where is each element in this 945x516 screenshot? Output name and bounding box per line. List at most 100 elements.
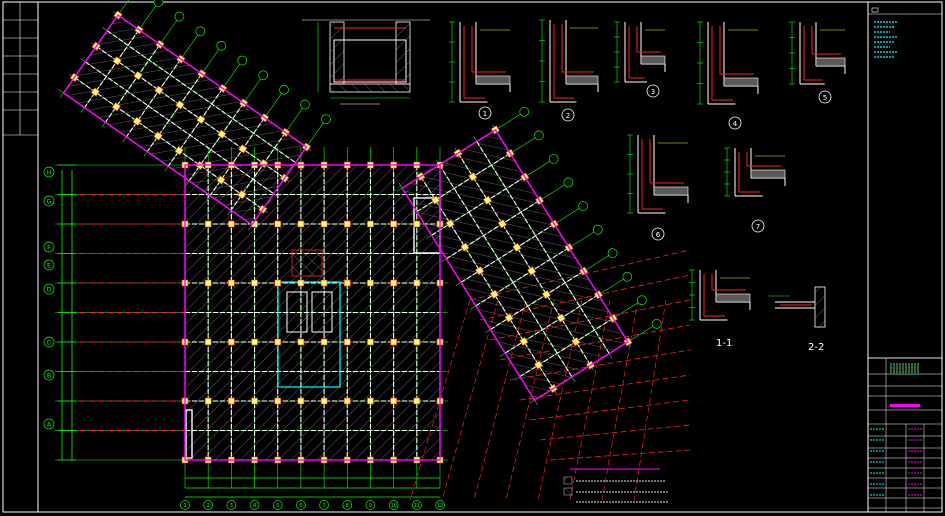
right-column <box>489 289 499 299</box>
red-extension-line <box>519 374 691 401</box>
red-extension-line <box>489 299 691 341</box>
core-column <box>320 397 328 405</box>
core-column <box>320 338 328 346</box>
right-column <box>519 336 529 346</box>
left-axis-bubble <box>43 241 55 253</box>
core-column <box>297 220 305 228</box>
core-column <box>251 397 258 405</box>
detail-number: 4 <box>733 120 738 128</box>
bottom-axis-label: 10 <box>390 503 396 509</box>
bottom-axis-bubble <box>435 500 445 510</box>
right-axis-bubble <box>548 154 559 164</box>
upper-left-column <box>153 131 163 141</box>
left-axis-bubble <box>43 336 55 348</box>
bottom-axis-bubble <box>365 500 376 510</box>
right-axis-bubble <box>651 318 662 329</box>
bottom-axis-bubble <box>272 500 283 510</box>
red-extension-line <box>549 449 691 461</box>
bottom-axis-label: 8 <box>346 503 349 509</box>
section-detail-5 <box>789 21 846 85</box>
right-beam-v <box>445 200 540 260</box>
core-column <box>274 397 282 405</box>
detail-number: 5 <box>823 94 827 102</box>
left-axis-label: B <box>47 373 51 380</box>
core-column <box>367 279 374 287</box>
lift-shaft <box>311 291 333 333</box>
section-detail-6 <box>627 134 689 214</box>
left-axis-bubble <box>43 166 55 178</box>
core-column <box>343 397 351 405</box>
right-beam-v <box>460 223 555 283</box>
core-column <box>343 220 351 228</box>
core-column <box>204 220 212 228</box>
core-column <box>297 338 305 346</box>
upper-left-column <box>112 56 122 66</box>
bottom-axis-label: 9 <box>369 503 372 509</box>
left-axis-label: H <box>47 170 52 177</box>
red-extension-line <box>505 299 555 501</box>
right-column <box>445 219 455 229</box>
detail-number: 3 <box>651 88 655 96</box>
upper-left-column <box>238 144 248 154</box>
red-extension-line <box>537 299 583 501</box>
upper-left-beam-h <box>106 30 296 164</box>
upper-left-axis-bubble <box>279 85 289 95</box>
section-details <box>302 19 846 328</box>
upper-left-column <box>90 87 100 97</box>
upper-left-wing <box>63 15 307 225</box>
core-column <box>204 397 212 405</box>
core-column <box>367 220 374 228</box>
core-column <box>343 338 351 346</box>
bottom-axis-label: 7 <box>322 503 325 509</box>
red-extension-line <box>633 299 667 501</box>
upper-left-axis-bubble <box>153 0 164 7</box>
right-column <box>460 242 470 252</box>
core-outline <box>184 164 441 461</box>
bottom-axis-label: 1 <box>183 503 186 509</box>
section-detail-3 <box>614 21 666 83</box>
upper-left-axis-bubble <box>300 99 310 110</box>
right-axis-bubble <box>563 177 574 188</box>
core-column <box>413 397 421 405</box>
bottom-axis-label: 11 <box>414 503 420 509</box>
core-column <box>297 279 305 287</box>
stair-shaft <box>286 291 308 333</box>
upper-left-wing-hatch <box>63 15 307 225</box>
core-column <box>274 279 282 287</box>
core-column <box>204 279 212 287</box>
left-axis-bubble <box>43 283 55 295</box>
red-extension-line <box>473 299 527 501</box>
shaft-opening <box>291 249 323 277</box>
left-axis-bubble <box>43 369 55 381</box>
detail-number: 6 <box>656 231 661 239</box>
left-axis-label: C <box>47 340 51 347</box>
bottom-axis-bubble <box>249 500 260 510</box>
detail-number-circle <box>751 219 765 233</box>
core-column <box>251 338 258 346</box>
right-column <box>482 195 493 205</box>
bottom-axis-bubble <box>203 500 214 510</box>
upper-left-axis-bubble <box>321 114 331 125</box>
upper-left-axis-bubble <box>258 70 268 81</box>
right-axis-bubble <box>534 130 544 141</box>
right-axis-bubble <box>519 106 530 117</box>
core-column <box>413 220 421 228</box>
left-axis-label: A <box>47 422 52 429</box>
upper-left-wing-edge <box>62 14 308 226</box>
left-axis-bubble <box>43 259 55 271</box>
left-axis-label: F <box>47 245 51 252</box>
upper-left-axis-bubble <box>216 41 227 51</box>
red-extension-line <box>569 299 611 501</box>
detail-number: 2 <box>566 112 570 120</box>
right-beam-v <box>416 152 511 213</box>
core-column <box>251 279 258 287</box>
right-axis-bubble <box>622 271 633 282</box>
section-detail-1 <box>449 21 511 103</box>
bottom-axis-bubble <box>226 500 237 510</box>
wall-section-detail <box>302 19 430 105</box>
red-dimension-lines <box>80 194 691 501</box>
upper-left-wing-outline <box>62 14 308 226</box>
right-axis-bubble <box>592 224 603 235</box>
bottom-axis-label: 3 <box>230 503 233 509</box>
